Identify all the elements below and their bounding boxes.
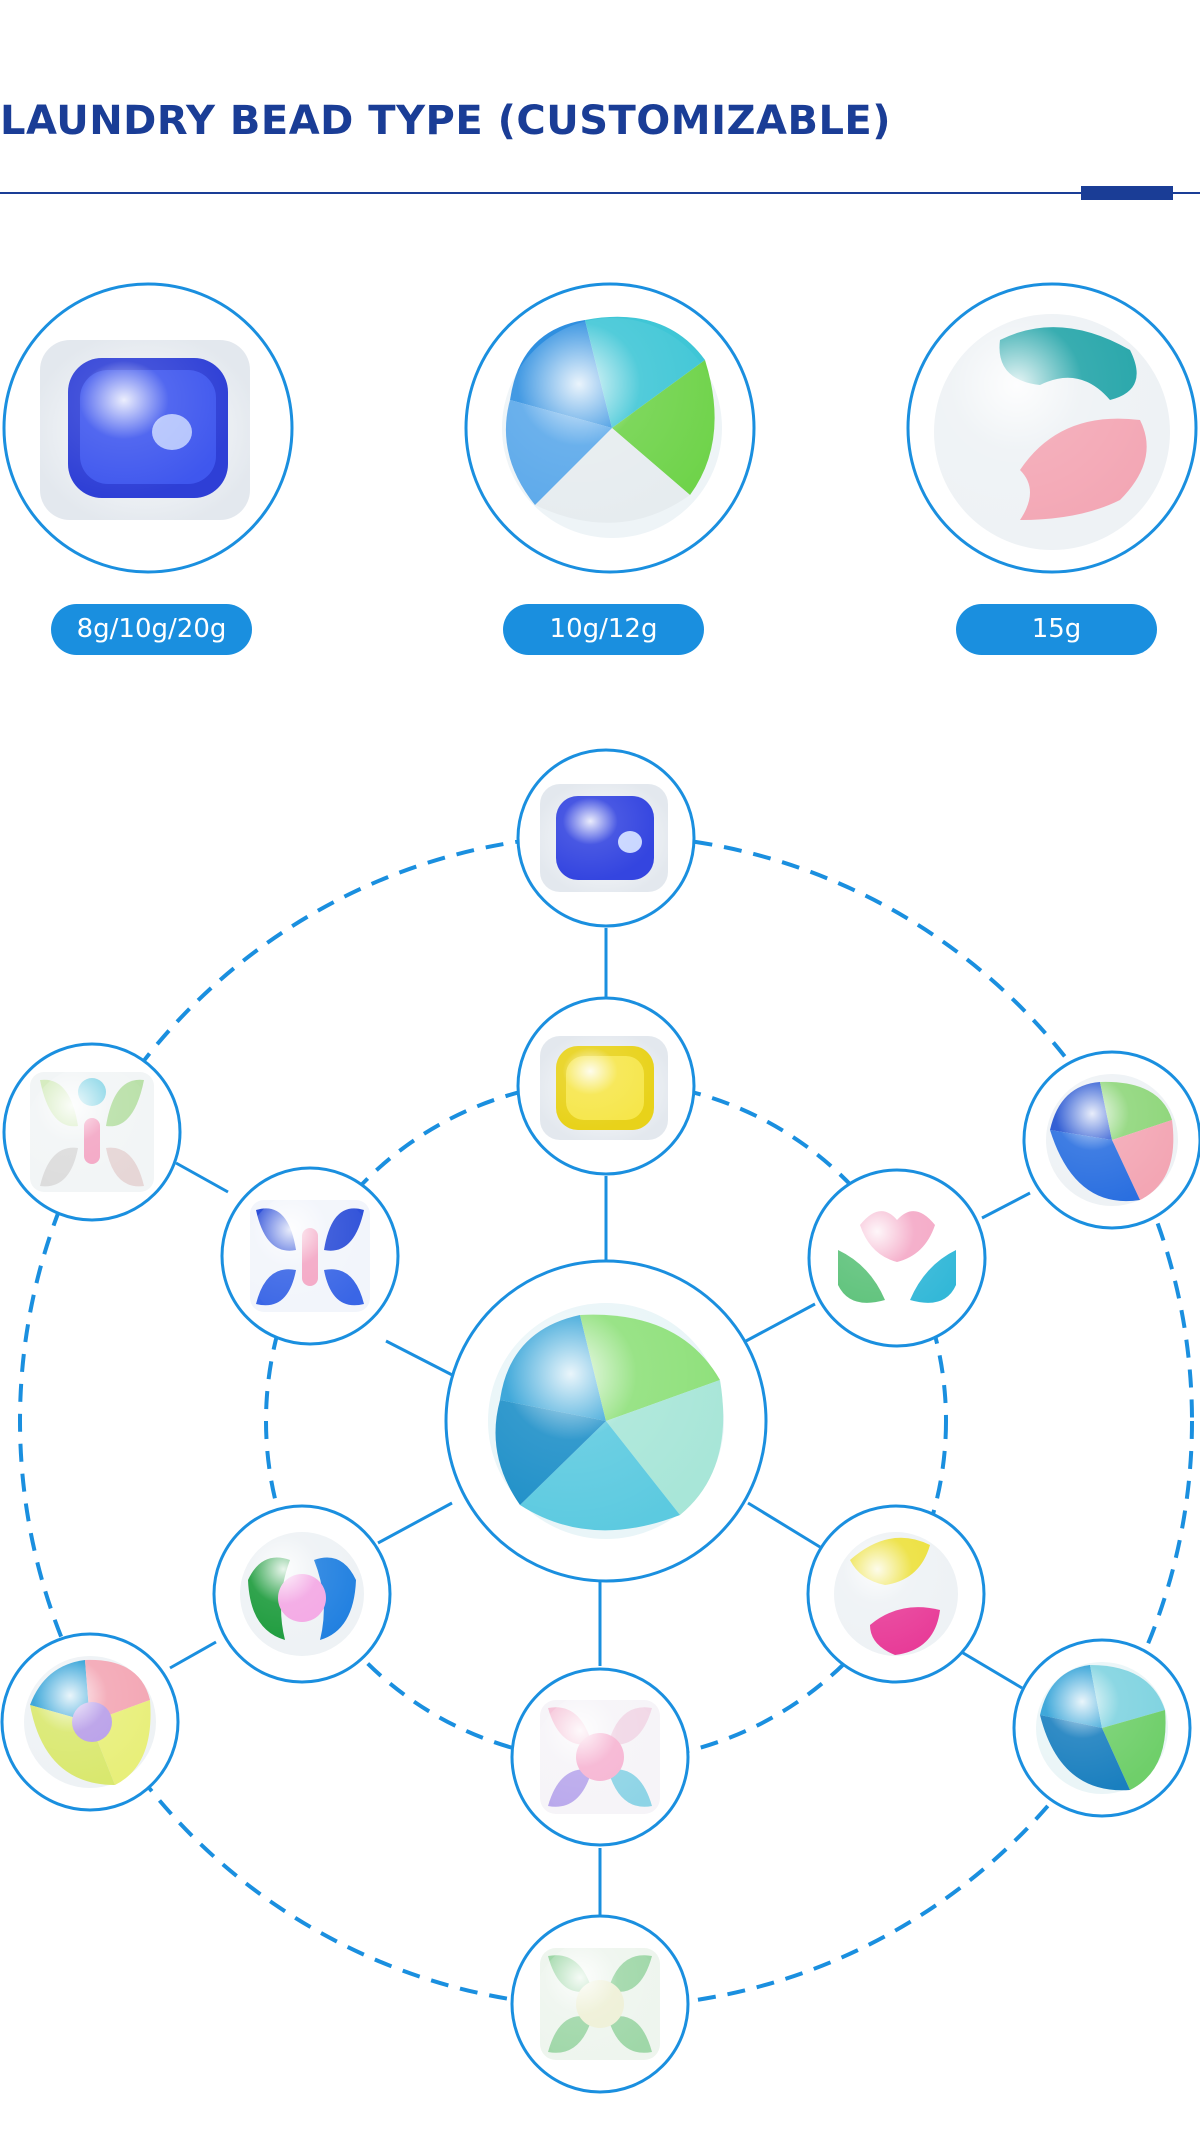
outer-node-top bbox=[516, 748, 696, 928]
inner-node-upper-right bbox=[807, 1168, 987, 1348]
title-divider-accent bbox=[1081, 186, 1173, 200]
inner-node-bottom bbox=[510, 1667, 690, 1847]
title-divider bbox=[0, 192, 1200, 194]
inner-node-top bbox=[516, 996, 696, 1176]
outer-node-upper-left bbox=[2, 1042, 182, 1222]
product-circle-3 bbox=[906, 282, 1198, 574]
inner-node-lower-right bbox=[806, 1504, 986, 1684]
outer-node-lower-right bbox=[1012, 1638, 1192, 1818]
product-circle-1 bbox=[2, 282, 294, 574]
inner-node-lower-left bbox=[212, 1504, 392, 1684]
weight-label-3: 15g bbox=[956, 604, 1157, 655]
weight-label-1: 8g/10g/20g bbox=[51, 604, 252, 655]
weight-label-2: 10g/12g bbox=[503, 604, 704, 655]
product-circle-2 bbox=[464, 282, 756, 574]
inner-node-upper-left bbox=[220, 1166, 400, 1346]
outer-node-upper-right bbox=[1022, 1050, 1200, 1230]
page-title: LAUNDRY BEAD TYPE (CUSTOMIZABLE) bbox=[0, 98, 892, 144]
center-node bbox=[444, 1259, 768, 1583]
outer-node-lower-left bbox=[0, 1632, 180, 1812]
outer-node-bottom bbox=[510, 1914, 690, 2094]
diagram-connectors bbox=[169, 928, 1031, 1915]
